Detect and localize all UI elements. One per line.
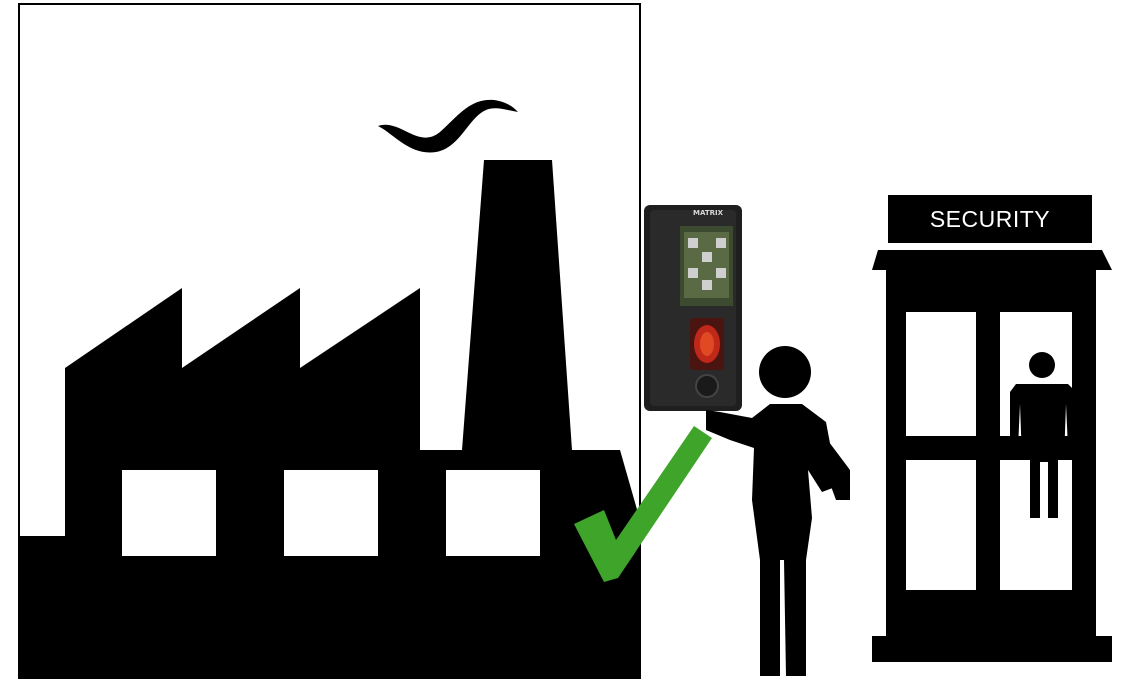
device-brand-label: MATRIX xyxy=(693,208,719,218)
booth-sign-text: SECURITY xyxy=(888,195,1092,243)
factory-icon xyxy=(20,160,640,678)
bird-icon xyxy=(378,100,518,153)
biometric-reader-icon xyxy=(644,205,742,411)
